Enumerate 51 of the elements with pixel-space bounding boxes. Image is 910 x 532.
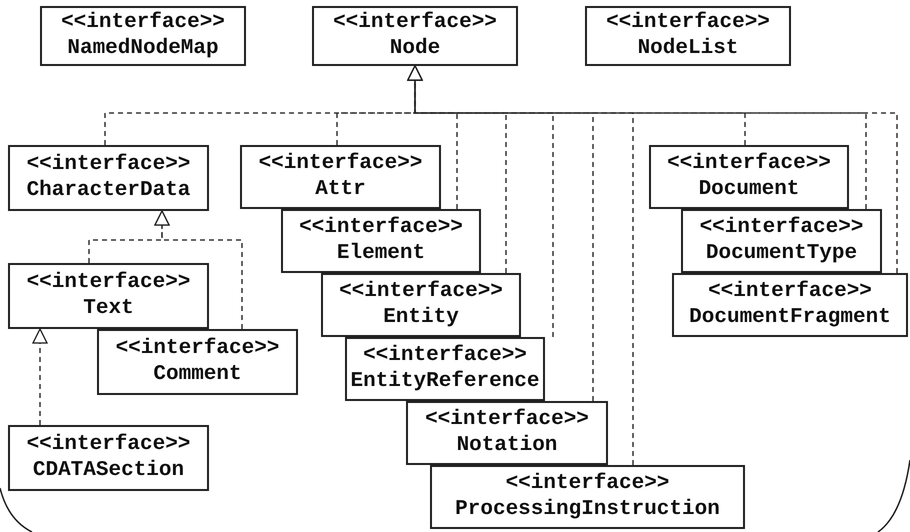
stereotype-label: <<interface>> xyxy=(363,343,527,369)
interface-box xyxy=(321,273,521,337)
interface-box xyxy=(406,401,608,465)
interface-name: Attr xyxy=(315,177,366,203)
stereotype-label: <<interface>> xyxy=(61,10,225,36)
stereotype-label: <<interface>> xyxy=(506,471,670,497)
realization-arrow xyxy=(154,210,243,329)
interface-name: EntityReference xyxy=(350,369,540,395)
stereotype-label: <<interface>> xyxy=(116,336,280,362)
stereotype-label: <<interface>> xyxy=(333,10,497,36)
interface-box xyxy=(281,209,481,273)
interface-box xyxy=(585,6,791,66)
interface-box xyxy=(8,263,209,329)
stereotype-label: <<interface>> xyxy=(708,279,872,305)
stereotype-label: <<interface>> xyxy=(258,151,422,177)
stereotype-label: <<interface>> xyxy=(26,152,190,178)
interface-name: NodeList xyxy=(638,36,738,62)
stereotype-label: <<interface>> xyxy=(606,10,770,36)
stereotype-label: <<interface>> xyxy=(700,215,864,241)
interface-name: Notation xyxy=(456,433,558,459)
interface-box xyxy=(312,6,518,66)
interface-name: Element xyxy=(336,241,426,267)
interface-name: ProcessingInstruction xyxy=(455,497,720,523)
interface-name: DocumentType xyxy=(706,241,858,267)
interface-name: CharacterData xyxy=(26,178,190,204)
interface-name: Node xyxy=(390,36,440,62)
realization-arrow xyxy=(32,328,48,425)
interface-box xyxy=(649,145,849,209)
interface-box xyxy=(681,209,882,273)
stereotype-label: <<interface>> xyxy=(299,215,463,241)
stereotype-label: <<interface>> xyxy=(667,151,831,177)
interface-box xyxy=(345,337,545,401)
stereotype-label: <<interface>> xyxy=(26,270,190,296)
stereotype-label: <<interface>> xyxy=(425,407,589,433)
interface-name: DocumentFragment xyxy=(689,305,891,331)
interface-box xyxy=(430,465,745,529)
interface-box xyxy=(40,6,246,66)
interface-box xyxy=(672,273,908,337)
interface-name: Document xyxy=(698,177,800,203)
interface-box xyxy=(8,425,209,491)
interface-name: NamedNodeMap xyxy=(67,36,219,62)
interface-name: Text xyxy=(83,296,134,322)
stereotype-label: <<interface>> xyxy=(339,279,503,305)
interface-box xyxy=(97,329,298,395)
stereotype-label: <<interface>> xyxy=(26,432,190,458)
interface-name: Comment xyxy=(153,362,242,388)
interface-box xyxy=(8,145,209,211)
interface-name: Entity xyxy=(383,305,459,331)
interface-box xyxy=(240,145,441,209)
realization-arrow xyxy=(407,65,898,273)
interface-name: CDATASection xyxy=(32,458,184,484)
